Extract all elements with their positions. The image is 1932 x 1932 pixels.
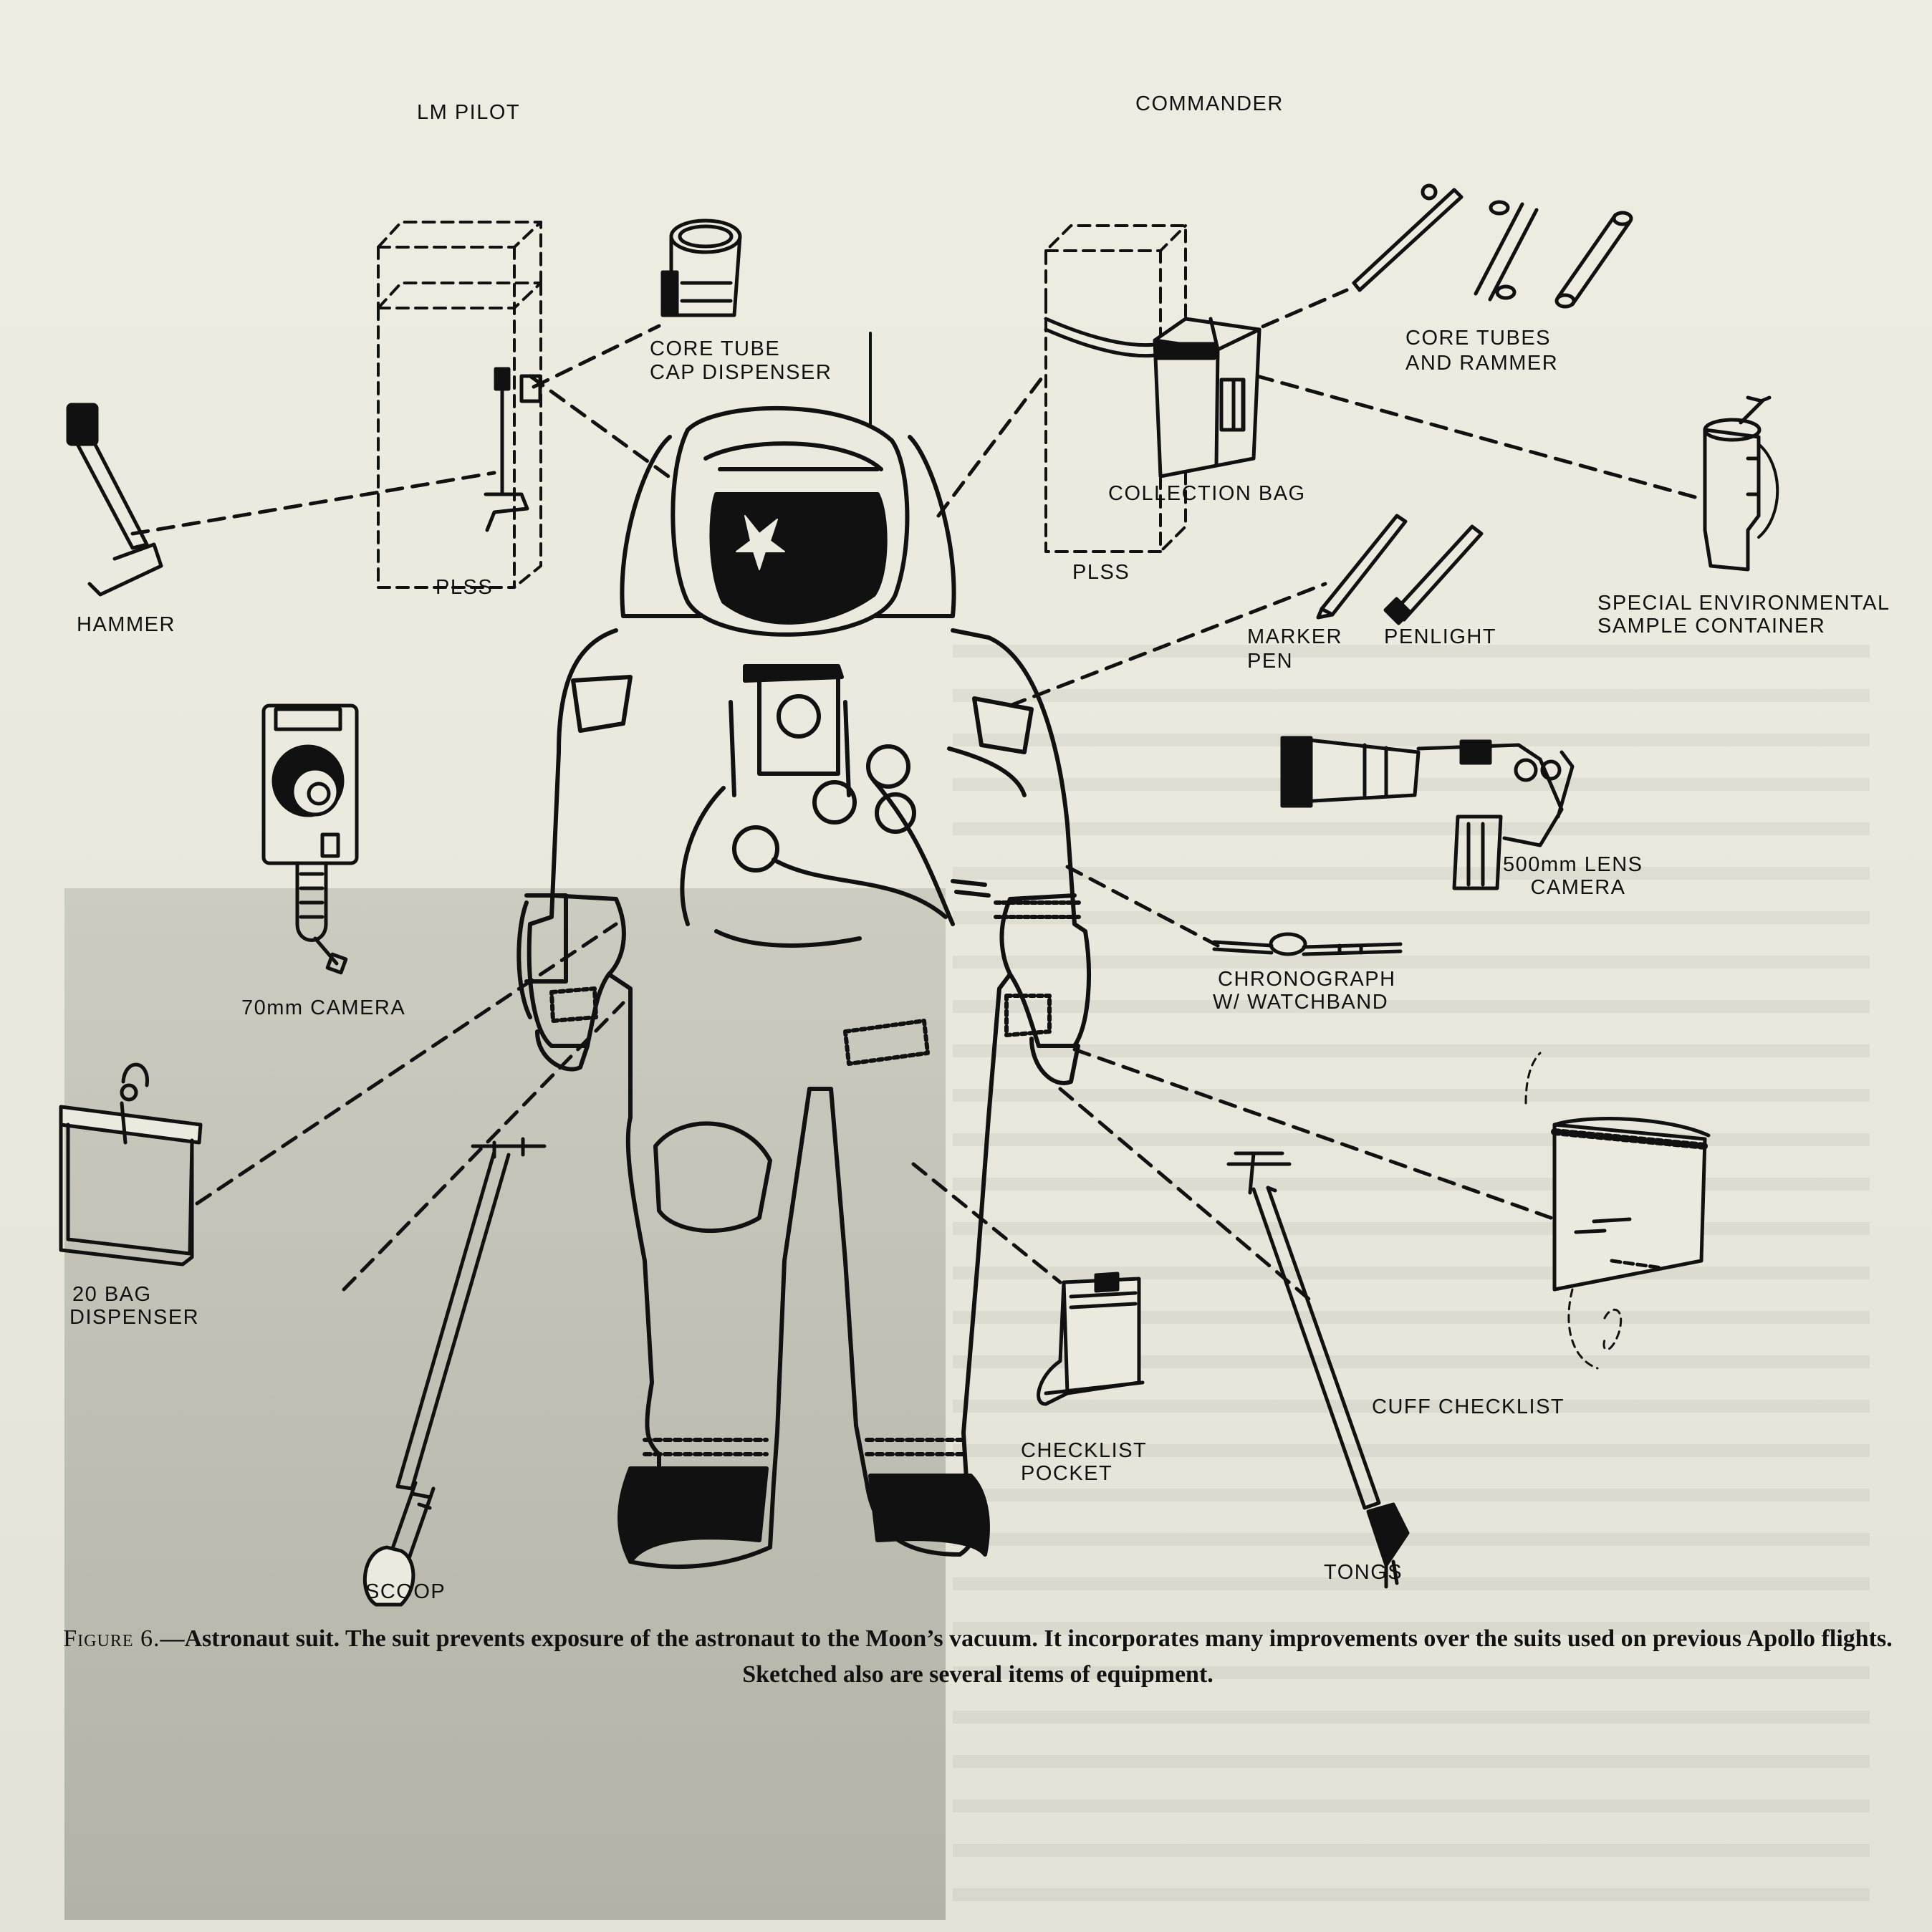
chronograph-icon: [1212, 932, 1403, 956]
stowed-hammer: [484, 367, 542, 532]
cuff-checklist-label: CUFF CHECKLIST: [1372, 1395, 1565, 1418]
bag-dispenser-icon: [59, 1062, 203, 1267]
bag-dispenser-label-line2: DISPENSER: [69, 1306, 200, 1329]
pen-icon: [1316, 514, 1408, 620]
figure-description: The suit prevents exposure of the astron…: [340, 1625, 1893, 1688]
chronograph-label-line1: CHRONOGRAPH: [1218, 968, 1396, 991]
hammer-icon: [66, 403, 163, 597]
scoop-icon: [362, 1137, 547, 1607]
collection-bag-icon: [1153, 317, 1261, 479]
bleed-through-photo: [64, 888, 946, 1920]
checklist-icon: [1524, 1052, 1711, 1370]
commander-label: COMMANDER: [1135, 92, 1284, 115]
marker-pen-label-line1: MARKER: [1247, 625, 1343, 648]
chronograph-label-line2: W/ WATCHBAND: [1213, 991, 1389, 1014]
core-tube-cap-dispenser-label-line2: CAP DISPENSER: [650, 361, 832, 384]
lm-pilot-label: LM PILOT: [417, 101, 521, 124]
core-tubes-label-line2: AND RAMMER: [1405, 352, 1559, 375]
container-icon: [1703, 395, 1779, 572]
plss-left-label: PLSS: [436, 576, 494, 599]
figure-title: —Astronaut suit.: [160, 1625, 340, 1652]
collection-bag-label: COLLECTION BAG: [1108, 482, 1306, 505]
checklist-pocket-label-line2: POCKET: [1021, 1462, 1113, 1485]
lens-camera-icon: [1280, 736, 1575, 890]
camera-70mm-label: 70mm CAMERA: [241, 996, 406, 1019]
bag-dispenser-label-line1: 20 BAG: [72, 1283, 152, 1306]
marker-pen-label-line2: PEN: [1247, 650, 1294, 673]
scoop-label: SCOOP: [365, 1580, 446, 1603]
core-tube-icon: [1352, 183, 1633, 309]
penlight-icon: [1383, 524, 1484, 625]
special-container-label-line2: SAMPLE CONTAINER: [1597, 615, 1826, 638]
hammer-label: HAMMER: [77, 613, 176, 636]
camera-icon: [261, 703, 359, 975]
core-tubes-label-line1: CORE TUBES: [1405, 327, 1552, 350]
penlight-label: PENLIGHT: [1384, 625, 1497, 648]
leader-lines: [130, 288, 1700, 1306]
figure-number: Figure 6.: [63, 1625, 160, 1652]
lens-camera-label-line2: CAMERA: [1530, 876, 1626, 899]
tongs-icon: [1226, 1151, 1410, 1589]
core-tube-icon: [660, 218, 742, 317]
tongs-label: TONGS: [1324, 1561, 1403, 1584]
figure-caption: Figure 6.—Astronaut suit. The suit preve…: [61, 1621, 1895, 1693]
checklist-pocket-label-line1: CHECKLIST: [1021, 1439, 1148, 1462]
astronaut-suit-icon: [516, 332, 1091, 1570]
plss-right-label: PLSS: [1072, 561, 1130, 584]
lens-camera-label-line1: 500mm LENS: [1503, 853, 1643, 876]
checklist-icon: [1037, 1272, 1145, 1406]
special-container-label-line1: SPECIAL ENVIRONMENTAL: [1597, 592, 1890, 615]
core-tube-cap-dispenser-label-line1: CORE TUBE: [650, 337, 781, 360]
plss-backpack-icon: [377, 221, 542, 589]
